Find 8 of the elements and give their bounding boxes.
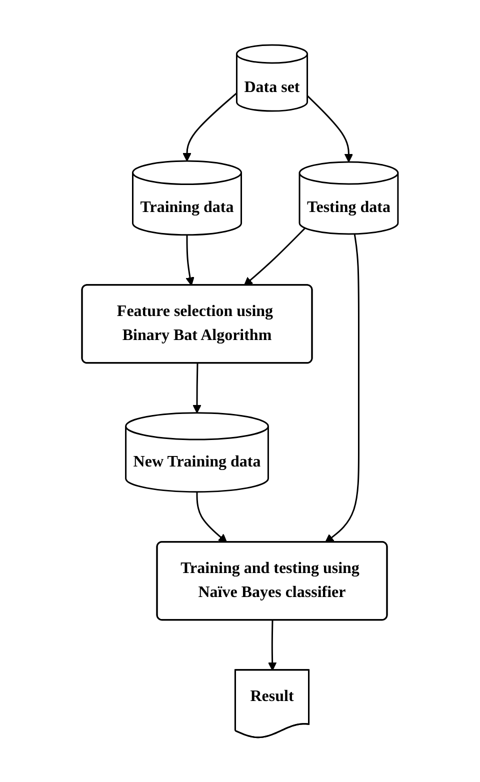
arrow — [306, 94, 354, 162]
arrow — [192, 363, 202, 414]
arrow — [268, 620, 277, 671]
arrow — [196, 492, 228, 543]
arrow — [186, 234, 194, 286]
arrow — [244, 227, 306, 286]
arrow — [182, 92, 238, 162]
arrow — [324, 234, 360, 543]
